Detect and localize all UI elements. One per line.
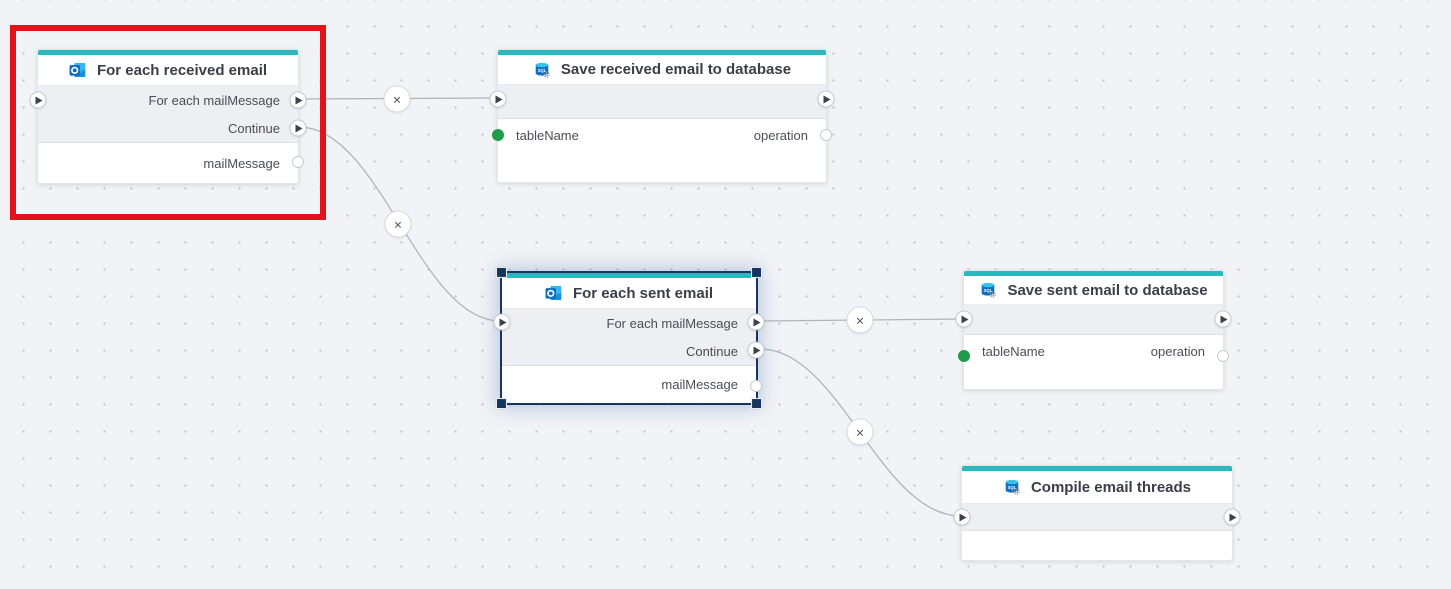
flow-output-port[interactable] [1214, 310, 1232, 328]
flow-port-arrow-icon [295, 124, 303, 132]
node-title: Save sent email to database [1007, 281, 1208, 299]
flow-row-continue: Continue [502, 337, 756, 365]
data-output-port-mailmessage[interactable] [292, 156, 304, 168]
node-for-each-sent-email[interactable]: For each sent email For each mailMessage… [493, 266, 765, 410]
flow-output-port-continue[interactable] [289, 119, 307, 137]
node-header: For each received email [38, 55, 298, 86]
data-section [962, 530, 1232, 560]
node-header: For each sent email [502, 278, 756, 309]
flow-port-arrow-icon [35, 96, 43, 104]
delete-connection-icon: × [855, 312, 865, 328]
selection-handle[interactable] [495, 398, 507, 410]
node-title: For each sent email [572, 284, 714, 302]
data-row: tableName operation [498, 119, 826, 143]
flow-row-label: Continue [685, 343, 738, 359]
node-accent-bar [38, 50, 298, 55]
delete-connection-button[interactable]: × [383, 85, 411, 113]
flow-row-loop: For each mailMessage [502, 309, 756, 337]
delete-connection-icon: × [855, 424, 865, 440]
flow-port-arrow-icon [495, 95, 503, 103]
svg-text:SQL: SQL [984, 288, 993, 293]
selection-handle[interactable] [751, 398, 763, 410]
node-title: For each received email [96, 61, 268, 79]
flow-port-arrow-icon [959, 513, 967, 521]
node-header: SQL Save received email to database [498, 55, 826, 85]
sql-database-icon: SQL [1005, 479, 1020, 495]
node-for-each-received-email[interactable]: For each received email For each mailMes… [29, 49, 307, 184]
flow-input-port[interactable] [955, 310, 973, 328]
flow-input-port[interactable] [29, 91, 47, 109]
node-save-received-email[interactable]: SQL Save received email to database tabl… [489, 49, 835, 183]
data-row-mailmessage: mailMessage [38, 143, 298, 183]
data-output-section: mailMessage [502, 365, 756, 403]
flow-section [498, 85, 826, 118]
flow-section [962, 504, 1232, 530]
data-output-section: mailMessage [38, 142, 298, 183]
flow-port-arrow-icon [753, 346, 761, 354]
flow-port-arrow-icon [1229, 513, 1237, 521]
flow-output-port[interactable] [817, 90, 835, 108]
delete-connection-icon: × [392, 91, 402, 107]
flow-row-continue: Continue [38, 114, 298, 142]
node-title: Compile email threads [1030, 478, 1192, 496]
node-title: Save received email to database [560, 61, 792, 78]
node-accent-bar [962, 466, 1232, 471]
flow-output-section: For each mailMessage Continue [502, 309, 756, 365]
flow-output-port[interactable] [1223, 508, 1241, 526]
output-label-operation: operation [1150, 344, 1205, 359]
delete-connection-button[interactable]: × [846, 418, 874, 446]
outlook-icon [545, 285, 562, 301]
flow-input-port[interactable] [489, 90, 507, 108]
data-section: tableName operation [498, 118, 826, 182]
flow-row-label: For each mailMessage [606, 315, 739, 331]
selection-handle[interactable] [751, 266, 763, 278]
flow-input-port[interactable] [493, 313, 511, 331]
data-row-label: mailMessage [661, 377, 738, 392]
delete-connection-button[interactable]: × [384, 210, 412, 238]
flow-port-arrow-icon [961, 315, 969, 323]
input-label-tablename: tableName [982, 344, 1045, 359]
flow-section [964, 305, 1223, 334]
outlook-icon [69, 62, 86, 78]
node-accent-bar [964, 271, 1223, 276]
data-section: tableName operation [964, 334, 1223, 389]
node-header: SQL Compile email threads [962, 471, 1232, 504]
data-output-port-operation[interactable] [820, 129, 832, 141]
flow-port-arrow-icon [295, 96, 303, 104]
flow-output-port-continue[interactable] [747, 341, 765, 359]
flow-output-section: For each mailMessage Continue [38, 86, 298, 142]
data-input-port-tablename[interactable] [958, 350, 970, 362]
node-accent-bar [502, 273, 756, 278]
flow-input-port[interactable] [953, 508, 971, 526]
data-row-label: mailMessage [203, 155, 280, 171]
node-header: SQL Save sent email to database [964, 276, 1223, 305]
delete-connection-icon: × [393, 216, 403, 232]
data-output-port-operation[interactable] [1217, 350, 1229, 362]
flow-port-arrow-icon [1220, 315, 1228, 323]
flow-output-port-loop[interactable] [289, 91, 307, 109]
sql-database-icon: SQL [982, 282, 997, 298]
node-save-sent-email[interactable]: SQL Save sent email to database tableNam… [955, 270, 1232, 390]
flow-port-arrow-icon [499, 318, 507, 326]
svg-text:SQL: SQL [538, 67, 547, 72]
flow-port-arrow-icon [823, 95, 831, 103]
node-accent-bar [498, 50, 826, 55]
data-input-port-tablename[interactable] [492, 129, 504, 141]
data-row: tableName operation [964, 335, 1223, 359]
flow-row-loop: For each mailMessage [38, 86, 298, 114]
flow-row-label: Continue [227, 120, 280, 136]
sql-database-icon: SQL [535, 62, 550, 78]
flow-row-label: For each mailMessage [148, 92, 281, 108]
flow-port-arrow-icon [753, 318, 761, 326]
data-row-mailmessage: mailMessage [502, 366, 756, 403]
flow-output-port-loop[interactable] [747, 313, 765, 331]
selection-handle[interactable] [495, 266, 507, 278]
svg-text:SQL: SQL [1008, 485, 1017, 490]
node-compile-email-threads[interactable]: SQL Compile email threads [953, 465, 1241, 561]
data-output-port-mailmessage[interactable] [750, 380, 762, 392]
input-label-tablename: tableName [516, 128, 579, 143]
delete-connection-button[interactable]: × [846, 306, 874, 334]
output-label-operation: operation [753, 128, 808, 143]
